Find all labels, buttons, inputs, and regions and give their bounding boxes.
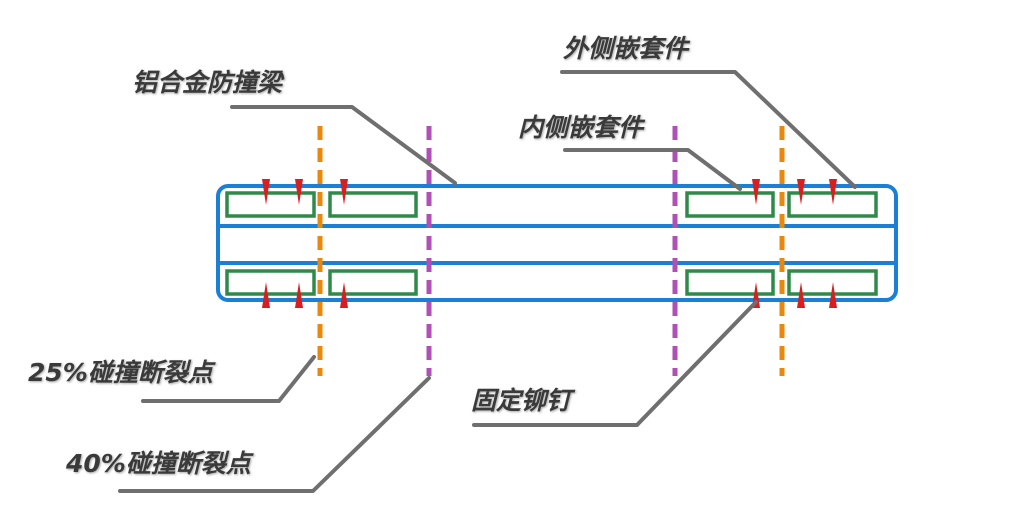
leader-line-break-25 bbox=[141, 355, 316, 403]
rivet-marker bbox=[262, 179, 270, 205]
rivet-marker bbox=[829, 282, 837, 308]
rivet-marker bbox=[262, 282, 270, 308]
leader-line-outer-insert bbox=[560, 70, 857, 189]
leader-line-rivet bbox=[472, 300, 758, 427]
insert-block-left-bottom-outer bbox=[225, 269, 316, 296]
leader-line-break-40 bbox=[118, 376, 431, 493]
rivet-marker bbox=[295, 282, 303, 308]
insert-blocks bbox=[225, 191, 878, 296]
rivet-marker bbox=[797, 282, 805, 308]
beam-outer-frame bbox=[216, 184, 898, 302]
insert-block-left-bottom-inner bbox=[328, 269, 418, 296]
label-inner-insert: 内侧嵌套件 bbox=[518, 113, 644, 142]
label-aluminum-beam: 铝合金防撞梁 bbox=[132, 68, 283, 97]
leader-line-beam bbox=[230, 105, 457, 185]
insert-block-left-top-inner bbox=[328, 191, 418, 218]
rivet-markers bbox=[262, 179, 837, 308]
label-rivet: 固定铆钉 bbox=[471, 386, 572, 415]
label-break-point-25: 25%碰撞断裂点 bbox=[28, 358, 213, 387]
break-lines bbox=[317, 126, 785, 376]
rivet-marker bbox=[340, 179, 348, 205]
label-outer-insert: 外侧嵌套件 bbox=[563, 34, 689, 63]
rivet-marker bbox=[797, 179, 805, 205]
rivet-marker bbox=[295, 179, 303, 205]
leader-line-inner-insert bbox=[563, 148, 742, 191]
rivet-marker bbox=[752, 179, 760, 205]
label-break-point-40: 40%碰撞断裂点 bbox=[66, 449, 251, 478]
rivet-marker bbox=[829, 179, 837, 205]
insert-block-right-bottom-inner bbox=[685, 269, 775, 296]
insert-block-right-top-inner bbox=[685, 191, 775, 218]
insert-block-left-top-outer bbox=[225, 191, 316, 218]
rivet-marker bbox=[340, 282, 348, 308]
leader-lines bbox=[118, 70, 857, 493]
